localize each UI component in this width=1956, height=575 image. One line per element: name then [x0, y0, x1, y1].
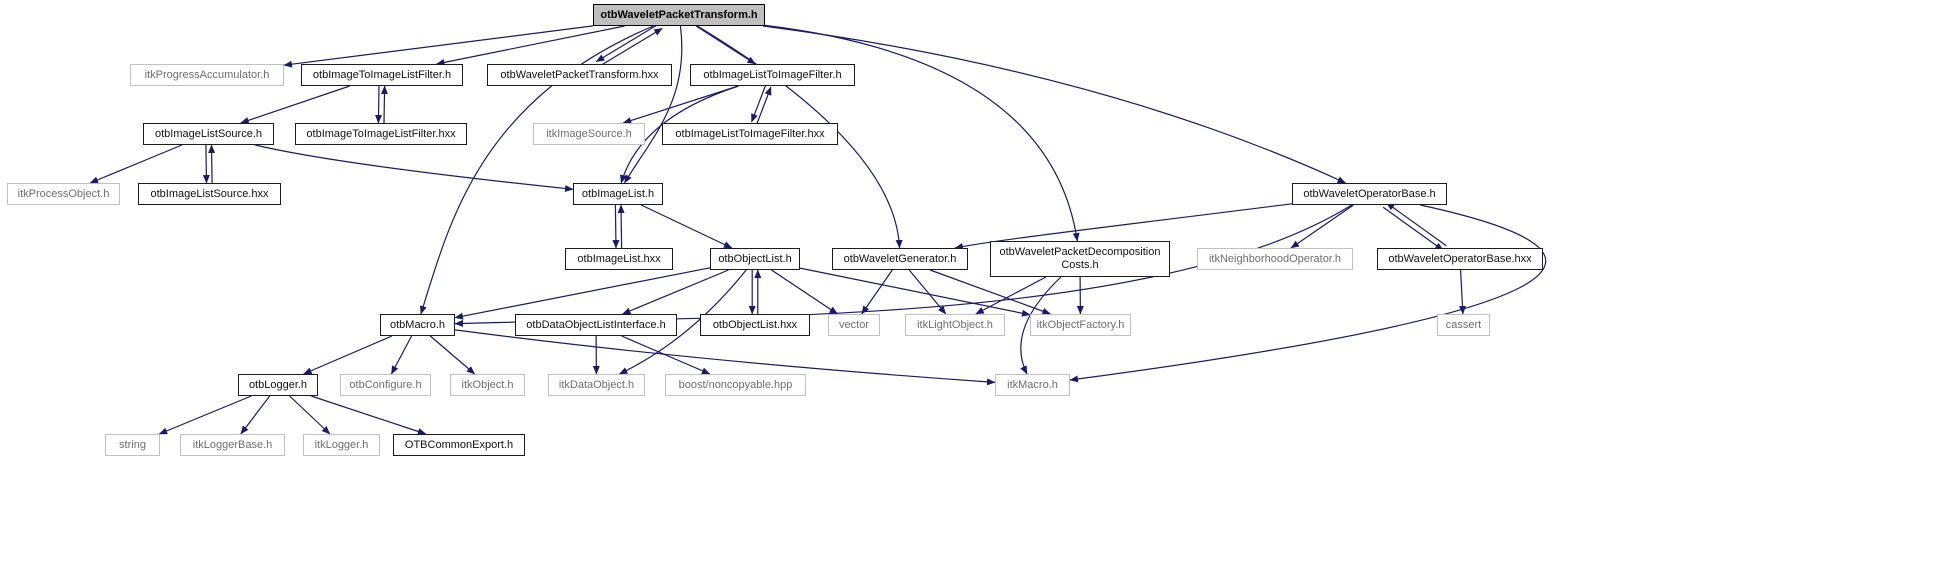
graph-edge-otbLoggerH-stringNode: [158, 395, 252, 435]
graph-node-itkLoggerBase: itkLoggerBase.h: [180, 434, 285, 456]
graph-node-main: otbWaveletPacketTransform.h: [593, 4, 765, 26]
graph-edge-imgToImgListFilterH-imgListSourceH: [240, 85, 350, 124]
graph-edge-imgListSourceH-imgListH: [255, 144, 574, 192]
graph-node-imgToImgListFilterH[interactable]: otbImageToImageListFilter.h: [301, 64, 463, 86]
graph-edge-costsH-itkLightObject: [975, 276, 1047, 315]
graph-node-otbCommonExport[interactable]: OTBCommonExport.h: [393, 434, 525, 456]
graph-node-imgListToImgFilterHxx[interactable]: otbImageListToImageFilter.hxx: [662, 123, 838, 145]
graph-edge-wobH-itkMacro: [1069, 204, 1547, 383]
graph-node-objListHxx[interactable]: otbObjectList.hxx: [700, 314, 810, 336]
graph-edge-main-imgToImgListFilterH: [436, 25, 625, 66]
graph-node-imgListSourceH[interactable]: otbImageListSource.h: [143, 123, 274, 145]
graph-edge-main-wobH: [763, 25, 1347, 184]
graph-node-otbLoggerH[interactable]: otbLogger.h: [238, 374, 318, 396]
graph-edge-wgenH-vector: [861, 269, 893, 315]
graph-node-cassert: cassert: [1437, 314, 1490, 336]
graph-edge-imgListSourceH-imgListSourceHxx: [202, 145, 210, 184]
graph-node-otbConfigure: otbConfigure.h: [340, 374, 431, 396]
graph-edge-otbMacroH-itkObject: [429, 335, 476, 375]
graph-edge-wobH-wgenH: [954, 203, 1293, 250]
graph-node-objListH[interactable]: otbObjectList.h: [710, 248, 800, 270]
graph-edge-objListH-itkObjectFactory: [799, 267, 1031, 317]
graph-node-boostNoncopyable: boost/noncopyable.hpp: [665, 374, 806, 396]
graph-node-itkMacro: itkMacro.h: [995, 374, 1070, 396]
graph-edge-imgListToImgFilterH-imgListToImgFilterHxx: [751, 84, 767, 123]
graph-node-imgListSourceHxx[interactable]: otbImageListSource.hxx: [138, 183, 281, 205]
graph-edge-main-imgListH: [623, 25, 683, 184]
graph-node-imgListHxx[interactable]: otbImageList.hxx: [565, 248, 673, 270]
graph-edge-otbMacroH-otbLoggerH: [303, 335, 393, 375]
graph-node-costsH[interactable]: otbWaveletPacketDecomposition Costs.h: [990, 241, 1170, 277]
graph-edge-imgListH-objListH: [640, 204, 733, 249]
graph-node-itkImageSource: itkImageSource.h: [533, 123, 645, 145]
graph-node-itkLogger: itkLogger.h: [303, 434, 380, 456]
graph-edge-objListH-otbMacroH: [454, 267, 711, 320]
graph-edge-otbLoggerH-otbCommonExport: [311, 395, 427, 435]
graph-node-dolI[interactable]: otbDataObjectListInterface.h: [515, 314, 677, 336]
graph-node-imgListH[interactable]: otbImageList.h: [573, 183, 663, 205]
graph-node-wptHxx[interactable]: otbWaveletPacketTransform.hxx: [487, 64, 672, 86]
graph-node-itkProgressAccumulator: itkProgressAccumulator.h: [130, 64, 284, 86]
graph-edge-imgListHxx-imgListH: [617, 204, 625, 248]
graph-edge-otbMacroH-otbConfigure: [390, 335, 413, 375]
graph-node-wgenH[interactable]: otbWaveletGenerator.h: [832, 248, 968, 270]
graph-edge-otbLoggerH-itkLoggerBase: [240, 395, 271, 435]
graph-edge-imgToImgListFilterHxx-imgToImgListFilterH: [380, 85, 388, 124]
graph-node-wobHxx[interactable]: otbWaveletOperatorBase.hxx: [1377, 248, 1543, 270]
graph-edge-main-wptHxx: [595, 23, 660, 63]
graph-node-itkObjectFactory: itkObjectFactory.h: [1030, 314, 1131, 336]
graph-edge-objListH-dolI: [622, 269, 729, 315]
graph-edge-imgListToImgFilterH-itkImageSource: [622, 85, 739, 124]
graph-node-vector: vector: [828, 314, 880, 336]
graph-edge-main-wgenH: [696, 25, 903, 249]
graph-edge-imgListToImgFilterH-imgListH: [620, 85, 739, 184]
graph-edge-wobH-itkNeighborhoodOperator: [1290, 204, 1354, 249]
graph-node-itkNeighborhoodOperator: itkNeighborhoodOperator.h: [1197, 248, 1353, 270]
graph-node-itkDataObject: itkDataObject.h: [548, 374, 645, 396]
graph-edge-imgListSourceH-itkProcessObject: [89, 144, 183, 184]
graph-edge-wgenH-itkObjectFactory: [929, 269, 1051, 315]
graph-edge-wobHxx-wobH: [1386, 202, 1447, 247]
graph-edge-otbLoggerH-itkLogger: [289, 395, 331, 435]
graph-edge-imgToImgListFilterH-imgToImgListFilterHxx: [375, 85, 383, 124]
graph-edge-main-otbMacroH: [419, 25, 654, 315]
graph-node-otbMacroH[interactable]: otbMacro.h: [380, 314, 455, 336]
graph-edge-main-imgListToImgFilterH: [695, 25, 756, 65]
graph-node-itkObject: itkObject.h: [450, 374, 525, 396]
graph-edge-imgListToImgFilterHxx-imgListToImgFilterH: [756, 86, 772, 125]
graph-edge-objListH-vector: [771, 269, 838, 315]
graph-edge-imgListH-imgListHxx: [612, 205, 620, 249]
graph-node-stringNode: string: [105, 434, 160, 456]
graph-node-itkProcessObject: itkProcessObject.h: [7, 183, 120, 205]
graph-node-itkLightObject: itkLightObject.h: [905, 314, 1005, 336]
graph-edge-wptHxx-main: [598, 27, 663, 67]
graph-edge-objListH-itkDataObject: [618, 269, 747, 375]
graph-edge-main-itkProgressAccumulator: [283, 25, 594, 68]
graph-edge-main-costsH: [764, 24, 1080, 242]
graph-edge-otbMacroH-itkMacro: [454, 329, 996, 386]
graph-edge-wobH-wobHxx: [1382, 206, 1444, 251]
graph-node-imgToImgListFilterHxx[interactable]: otbImageToImageListFilter.hxx: [295, 123, 467, 145]
graph-edge-costsH-itkMacro: [1020, 276, 1062, 375]
graph-edge-wobHxx-cassert: [1458, 269, 1466, 315]
graph-node-wobH[interactable]: otbWaveletOperatorBase.h: [1292, 183, 1447, 205]
graph-edge-imgListSourceHxx-imgListSourceH: [208, 144, 216, 183]
graph-node-imgListToImgFilterH[interactable]: otbImageListToImageFilter.h: [690, 64, 855, 86]
